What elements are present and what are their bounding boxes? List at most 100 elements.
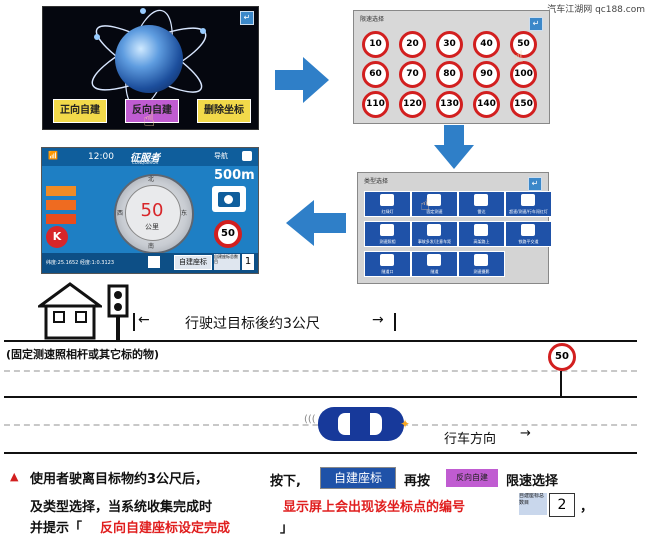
type-icon (380, 224, 394, 236)
globe-screen: ↵ 正向自建 反向自建 删除坐标 ☝ (42, 6, 259, 130)
return-icon[interactable]: ↵ (240, 11, 254, 25)
speed-option-130[interactable]: 130 (436, 91, 463, 118)
speed-option-70[interactable]: 70 (399, 61, 426, 88)
type-label: 铁路平交道 (518, 239, 539, 244)
arrow-right-icon (275, 57, 329, 103)
speed-unit: 公里 (145, 223, 159, 231)
type-option-7[interactable]: 铁路平交道 (505, 221, 552, 247)
globe-icon (115, 25, 183, 93)
type-icon (427, 194, 441, 206)
speed-option-110[interactable]: 110 (362, 91, 389, 118)
return-icon[interactable]: ↵ (528, 177, 542, 191)
type-label: 超速/测速/行车闯红灯 (509, 209, 548, 214)
type-label: 隧道 (430, 269, 439, 274)
speed-option-150[interactable]: 150 (510, 91, 537, 118)
coords-count: 2 (549, 493, 575, 517)
headlight-icon: ✦ (400, 417, 411, 431)
motion-lines-icon: ((( (304, 414, 316, 425)
direction-label: 行车方向 (444, 432, 497, 447)
watermark: 汽车江湖网 qc188.com (547, 5, 645, 15)
sign-pole (560, 371, 562, 397)
type-icon (474, 254, 488, 266)
building-icon (38, 282, 102, 340)
menu-icon[interactable] (242, 151, 252, 161)
coords-count-label: 自建座标总数目 (519, 493, 547, 515)
speed-option-120[interactable]: 120 (399, 91, 426, 118)
return-icon[interactable]: ↵ (529, 17, 543, 31)
instr-line3a: 并提示「 (30, 521, 83, 536)
reverse-build-button[interactable]: 反向自建 (125, 99, 179, 123)
reverse-build-button[interactable]: 反向自建 (446, 469, 498, 487)
compass-west: 西 (117, 210, 124, 217)
hand-pointer-icon: ☝ (143, 107, 156, 130)
distance-readout: 500m (214, 168, 255, 183)
type-option-3[interactable]: 超速/测速/行车闯红灯 (505, 191, 552, 217)
compass-east: 东 (181, 210, 188, 217)
type-option-10[interactable]: 测速摄影 (458, 251, 505, 277)
hand-pointer-icon: ☝ (420, 195, 430, 214)
road-edge-bottom (4, 452, 637, 454)
speed-option-20[interactable]: 20 (399, 31, 426, 58)
build-coords-button[interactable]: 自建座标 (320, 467, 396, 489)
type-option-9[interactable]: 隧道 (411, 251, 458, 277)
road-edge-middle (4, 396, 637, 398)
type-label: 高架路上 (473, 239, 490, 244)
delete-coords-button[interactable]: 删除坐标 (197, 99, 251, 123)
navigation-screen: 📶 12:00 征服者 CONQUEROR 导航 K 北 南 西 东 50 公里… (41, 147, 259, 274)
type-option-4[interactable]: 测速照相 (364, 221, 411, 247)
brand-logo-en: CONQUEROR (132, 160, 159, 165)
fixed-object-label: (固定测速照相杆或其它标的物) (6, 348, 160, 361)
type-option-1[interactable]: 固定测速 (411, 191, 458, 217)
bullet-triangle-icon: ▲ (10, 470, 19, 483)
grid-icon (148, 256, 160, 268)
wifi-icon: 📶 (48, 151, 58, 160)
speed-option-140[interactable]: 140 (473, 91, 500, 118)
type-icon (380, 254, 394, 266)
build-coords-button[interactable]: 自建座标 (174, 255, 212, 270)
type-option-0[interactable]: 红绿灯 (364, 191, 411, 217)
speed-option-30[interactable]: 30 (436, 31, 463, 58)
instr-line3b: 反向自建座标设定完成 (100, 521, 231, 536)
speed-option-60[interactable]: 60 (362, 61, 389, 88)
speed-option-10[interactable]: 10 (362, 31, 389, 58)
arrow-left-icon (286, 200, 346, 246)
type-label: 红绿灯 (381, 209, 394, 214)
speed-option-80[interactable]: 80 (436, 61, 463, 88)
compass-north: 北 (148, 176, 155, 183)
speed-option-40[interactable]: 40 (473, 31, 500, 58)
speed-limit-sign: 50 (214, 220, 242, 248)
speed-limit-sign: 50 (548, 343, 576, 371)
type-icon (521, 224, 535, 236)
instr-part1: 使用者驶离目标物约3公尺后， (30, 472, 209, 487)
type-icon (521, 194, 535, 206)
distance-label: 行驶过目标後约3公尺 (185, 316, 320, 332)
type-label: 事故多发/注意车距 (417, 239, 452, 244)
type-label: 测速摄影 (473, 269, 490, 274)
traffic-light-icon (107, 284, 129, 340)
type-label: 隧道口 (381, 269, 394, 274)
left-bracket-arrow: ← (138, 312, 150, 328)
type-option-6[interactable]: 高架路上 (458, 221, 505, 247)
right-bracket-arrow: → (372, 312, 384, 328)
instr-part3: 再按 (404, 474, 431, 489)
type-option-2[interactable]: 雷达 (458, 191, 505, 217)
speed-option-90[interactable]: 90 (473, 61, 500, 88)
type-option-5[interactable]: 事故多发/注意车距 (411, 221, 458, 247)
nav-mode-label: 导航 (214, 152, 228, 160)
car-icon (318, 407, 404, 441)
coords-count-label: 自建座标总数目 (214, 254, 240, 270)
speed-option-50[interactable]: 50 (510, 31, 537, 58)
type-label: 固定测速 (426, 209, 443, 214)
instr-line3c: 」 (280, 521, 294, 536)
type-icon (474, 224, 488, 236)
type-option-8[interactable]: 隧道口 (364, 251, 411, 277)
arrow-down-icon (434, 125, 474, 169)
forward-build-button[interactable]: 正向自建 (53, 99, 107, 123)
speed-select-title: 限速选择 (360, 16, 385, 23)
coords-readout: 纬度:25.1652 经度:1:0.3123 (46, 260, 114, 266)
speed-option-100[interactable]: 100 (510, 61, 537, 88)
road-edge-top (4, 340, 637, 342)
hand-pointer-icon: ☝ (514, 47, 524, 66)
speed-select-screen: 限速选择 ↵ 10 20 30 40 50 60 70 80 90 100 110 120 130 140… (353, 10, 550, 124)
direction-arrow-icon: → (520, 426, 531, 441)
